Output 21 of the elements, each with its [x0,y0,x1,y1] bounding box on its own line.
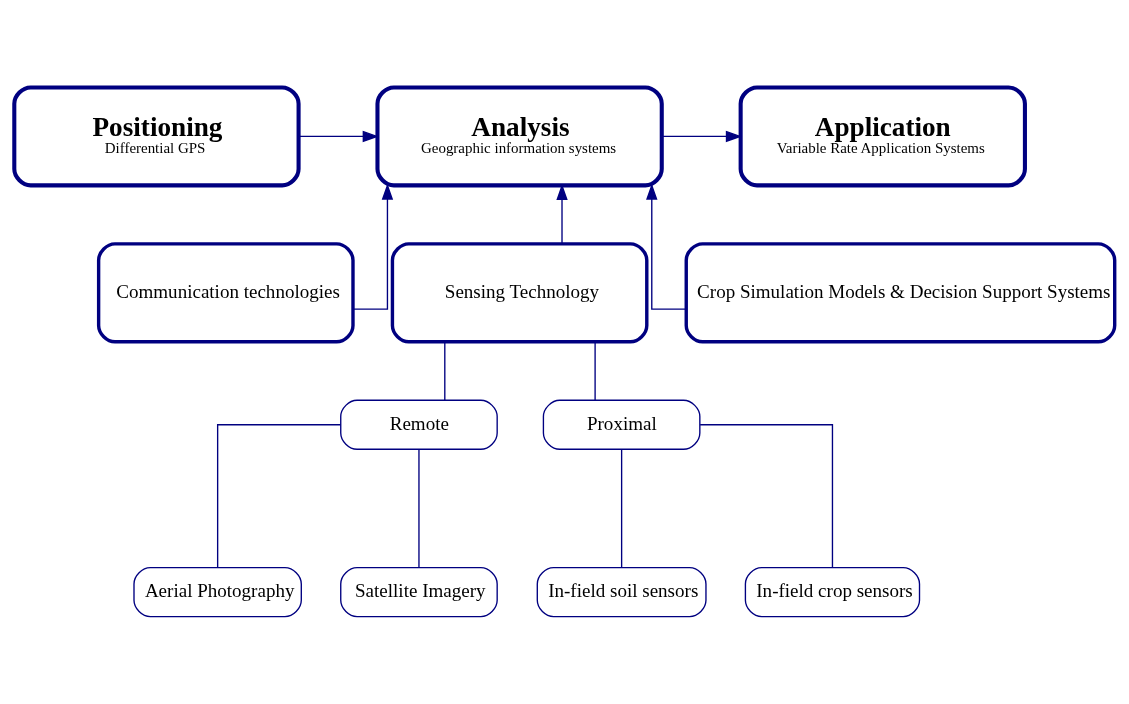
connector [594,341,596,401]
connector [216,424,342,569]
node-box: Remote [340,399,498,450]
arrow [646,183,687,310]
node-box: Application Variable Rate Application Systems [738,85,1027,188]
node-box: Communication technologies [96,242,355,344]
arrow [298,130,379,143]
node-box: In-field soil sensors [536,566,707,618]
node-box: Satellite Imagery [340,566,498,618]
node-box: Sensing Technology [390,242,649,344]
node-box: Positioning Differential GPS [12,85,301,188]
node-box: In-field crop sensors [744,566,921,618]
node-box: Analysis Geographic information systems [375,85,664,188]
connector [418,448,420,568]
connector [444,341,446,401]
node-box: Proximal [542,399,701,450]
node-box: Crop Simulation Models & Decision Support Systems [684,242,1117,344]
node-box: Aerial Photography [133,566,302,618]
arrow [352,183,394,310]
connector [699,424,834,569]
connector [620,448,623,568]
